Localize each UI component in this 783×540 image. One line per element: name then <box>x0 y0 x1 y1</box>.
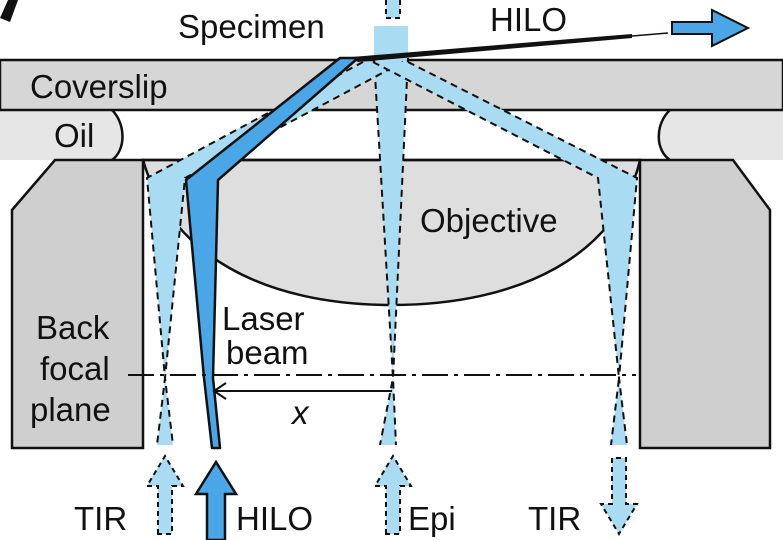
tir-beam-right-lower <box>598 178 637 445</box>
label-laser-beam-2: beam <box>226 334 309 371</box>
label-hilo-top: HILO <box>490 1 567 38</box>
tir-beam-left-lower <box>147 178 185 445</box>
label-oil: Oil <box>54 117 94 154</box>
objective-housing-left <box>10 158 145 450</box>
oil-meniscus-left <box>111 109 124 162</box>
objective-housing-right <box>638 158 772 450</box>
tir-beam-right <box>373 62 637 178</box>
label-hilo-bottom: HILO <box>236 500 313 537</box>
label-specimen: Specimen <box>178 8 325 45</box>
label-x: x <box>290 394 310 431</box>
epi-beam <box>374 58 408 445</box>
label-back-focal-plane-2: focal <box>40 350 110 387</box>
hilo-exit-beam-tail <box>631 32 669 37</box>
label-back-focal-plane-3: plane <box>30 391 111 428</box>
label-laser-beam-1: Laser <box>222 300 305 337</box>
hilo-exit-arrow <box>671 8 751 48</box>
tir-left-input-arrow <box>145 454 185 535</box>
oil-meniscus-right <box>657 109 671 162</box>
epi-beam-specimen-top <box>374 26 408 58</box>
epi-beam-outline <box>373 57 409 446</box>
label-tir-right: TIR <box>528 500 581 537</box>
epi-input-arrow <box>373 454 413 535</box>
hilo-exit-beam <box>352 34 632 62</box>
cropped-panel-letter <box>0 0 18 22</box>
x-displacement-arrowhead <box>212 382 227 400</box>
label-coverslip: Coverslip <box>30 68 168 105</box>
tir-right-output-arrow <box>599 457 639 536</box>
label-objective: Objective <box>420 202 558 239</box>
label-epi: Epi <box>408 500 456 537</box>
hilo-input-arrow <box>193 459 239 540</box>
tir-beam-right-outline <box>372 61 639 446</box>
tir-beam-left-outline <box>145 61 404 446</box>
epi-top-arrow-stub <box>385 0 401 19</box>
label-tir-left: TIR <box>74 500 127 537</box>
oil-layer <box>0 110 783 160</box>
label-back-focal-plane-1: Back <box>36 309 110 346</box>
